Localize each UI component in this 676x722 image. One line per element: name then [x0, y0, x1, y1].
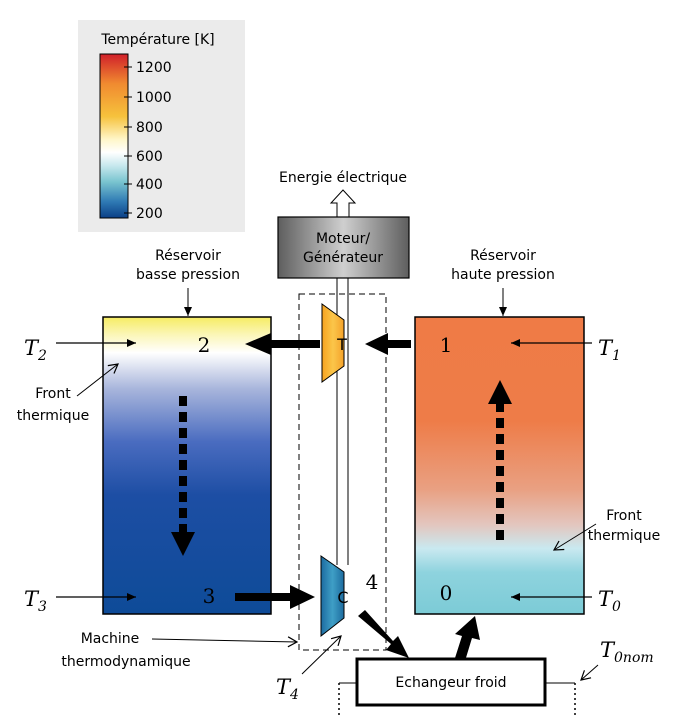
- front-right-label-line1: Front: [606, 508, 642, 524]
- legend-title: Température [K]: [100, 32, 214, 48]
- legend-tick-label: 400: [136, 177, 163, 193]
- flow-arrow-to-low-reservoir: [245, 333, 320, 355]
- temp-t1-base: T: [598, 336, 614, 360]
- machine-label-line1: Machine: [81, 631, 140, 647]
- motor-label-line1: Moteur/: [316, 231, 370, 247]
- energy-label: Energie électrique: [279, 170, 407, 186]
- low-front-arrowhead: [171, 532, 195, 556]
- temp-t4-sub: 4: [289, 687, 299, 703]
- front-left-label-line2: thermique: [17, 408, 89, 424]
- low-reservoir-label-line2: basse pression: [136, 267, 240, 283]
- legend-tick-label: 600: [136, 149, 163, 165]
- machine-enclosure: [298, 293, 387, 651]
- temp-t4-base: T: [276, 675, 292, 699]
- exchanger-label: Echangeur froid: [395, 675, 506, 691]
- temp-t0nom: T0nom: [600, 638, 654, 666]
- legend-tick-label: 200: [136, 206, 163, 222]
- legend-tick-label: 1000: [136, 90, 172, 106]
- temp-t0nom-sub: 0nom: [614, 650, 654, 666]
- point-4: 4: [366, 570, 379, 594]
- motor-label-line2: Générateur: [303, 250, 383, 266]
- cold-exchanger: [355, 657, 547, 707]
- compressor-label: C: [337, 588, 348, 607]
- temp-t0-sub: 0: [612, 599, 621, 615]
- temp-t3: T3: [24, 587, 47, 615]
- machine-pointer: [151, 636, 299, 648]
- high-pressure-reservoir: [414, 316, 585, 615]
- legend-colorbar: [99, 53, 129, 219]
- front-right-label-line2: thermique: [588, 528, 660, 544]
- temp-t0nom-base: T: [600, 638, 616, 662]
- temp-t2-sub: 2: [37, 348, 47, 364]
- flow-arrow-to-compressor: [235, 585, 315, 609]
- legend-tick-label: 800: [136, 120, 163, 136]
- point-0: 0: [440, 581, 453, 605]
- temp-t3-base: T: [24, 587, 40, 611]
- temperature-legend: Température [K] 1200 1000 800 600 400 20…: [78, 20, 245, 232]
- temp-t0: T0: [598, 587, 621, 615]
- temp-t2-base: T: [24, 336, 40, 360]
- turbine-label: T: [336, 335, 347, 354]
- t4-pointer: [301, 635, 342, 675]
- compressor: [320, 555, 345, 638]
- energy-output-arrow: [329, 189, 357, 218]
- point-1: 1: [440, 333, 453, 357]
- front-left-pointer: [76, 363, 119, 397]
- temp-t2: T2: [24, 336, 47, 364]
- temp-t0-base: T: [598, 587, 614, 611]
- legend-ticks: [124, 66, 132, 214]
- low-reservoir-label-line1: Réservoir: [155, 248, 221, 264]
- legend-tick-label: 1200: [136, 60, 172, 76]
- turbine: [321, 303, 345, 383]
- flow-arrows: [235, 333, 480, 661]
- point-3: 3: [203, 584, 216, 608]
- front-left-label-line1: Front: [35, 386, 71, 402]
- temp-t1-sub: 1: [612, 348, 621, 364]
- flow-arrow-to-high-reservoir: [455, 616, 480, 661]
- front-right-pointer: [552, 523, 597, 551]
- high-reservoir-label-line2: haute pression: [451, 267, 555, 283]
- temp-t1: T1: [598, 336, 621, 364]
- temp-t3-sub: 3: [38, 599, 47, 615]
- motor-generator-box: [277, 216, 410, 279]
- high-reservoir-label-line1: Réservoir: [470, 248, 536, 264]
- t0nom-pointer: [580, 664, 599, 681]
- high-front-arrowhead: [488, 380, 512, 404]
- flow-arrow-to-turbine: [365, 333, 411, 355]
- point-2: 2: [198, 333, 211, 357]
- machine-label-line2: thermodynamique: [61, 654, 190, 670]
- temp-t4: T4: [276, 675, 299, 703]
- flow-arrow-to-exchanger: [358, 610, 409, 658]
